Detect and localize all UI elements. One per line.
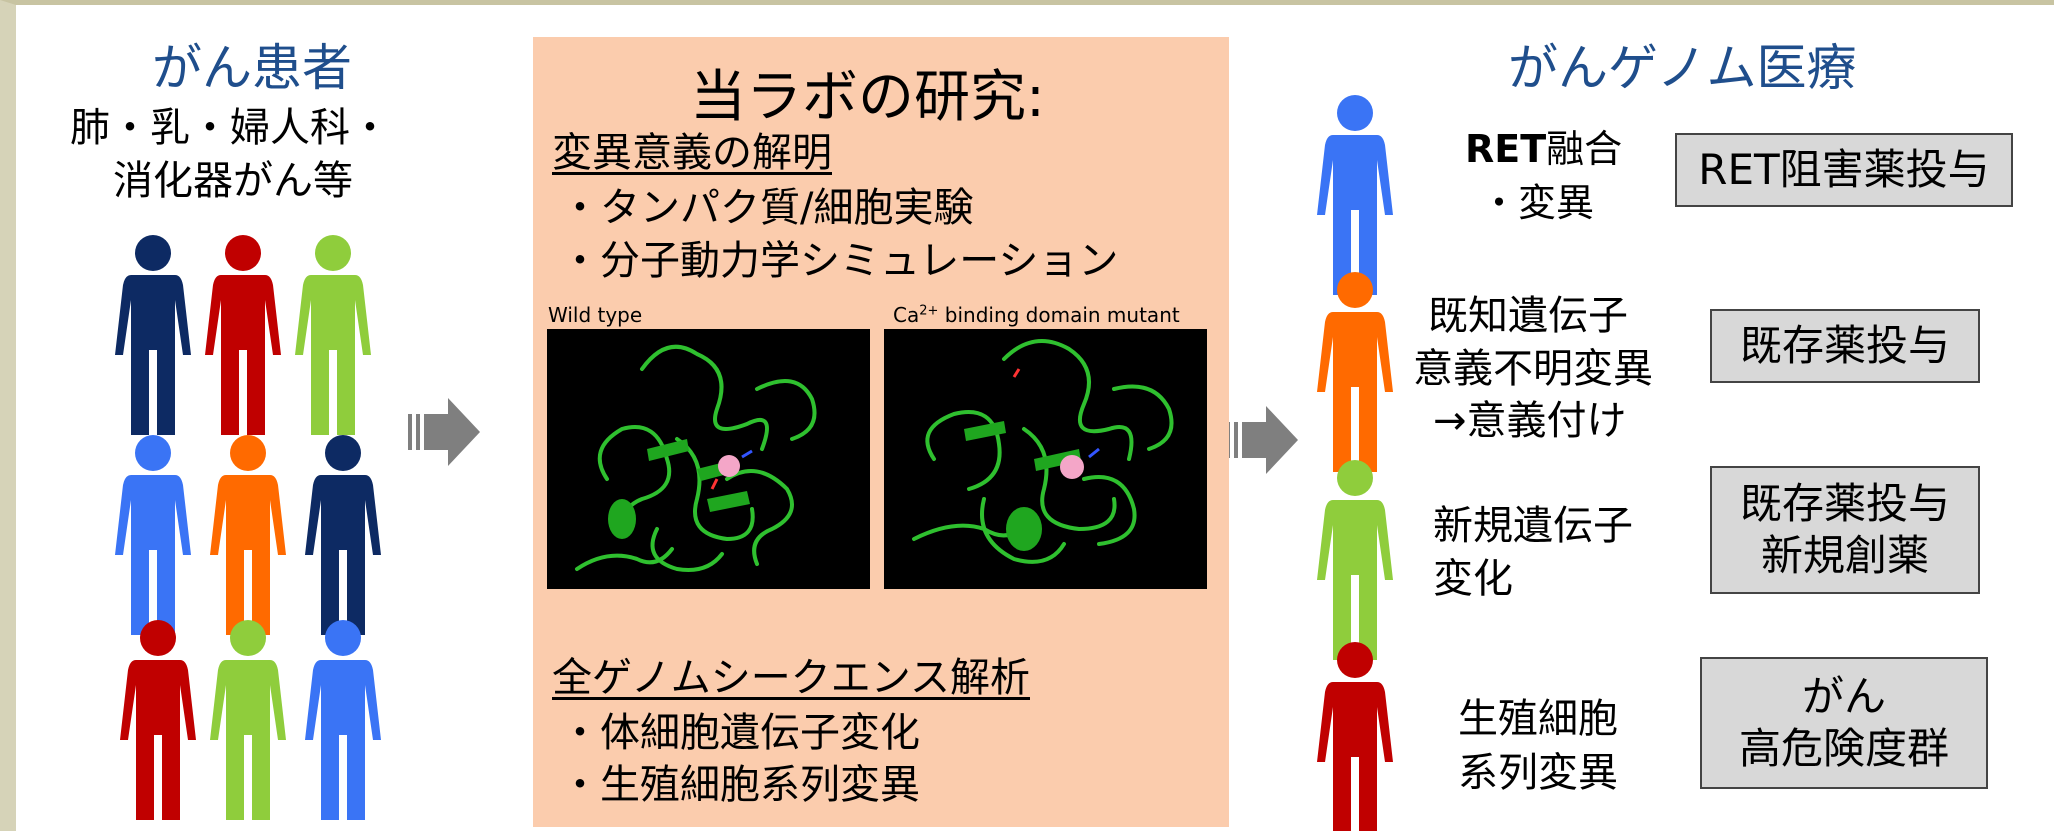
bullet-somatic: ・体細胞遺伝子変化 <box>560 710 920 756</box>
row3-label2: 変化 <box>1433 556 1513 602</box>
row4-label1: 生殖細胞 <box>1458 696 1618 742</box>
protein-structure-image <box>884 329 1207 589</box>
caption-wild-type: Wild type <box>548 303 643 327</box>
bullet-germline: ・生殖細胞系列変異 <box>560 762 920 808</box>
row1-label2: ・変異 <box>1480 181 1595 225</box>
row2-treatment-box: 既存薬投与 <box>1710 309 1980 383</box>
row1-label: RET融合 <box>1465 127 1623 171</box>
research-title: 当ラボの研究: <box>690 65 1045 130</box>
row2-label3: →意義付け <box>1433 398 1627 444</box>
section-wgs: 全ゲノムシークエンス解析 <box>552 655 1030 701</box>
row2-label2: 意義不明変異 <box>1413 346 1653 392</box>
genomic-medicine-title: がんゲノム医療 <box>1508 39 1857 97</box>
patients-title: がん患者 <box>152 39 352 97</box>
row3-label1: 新規遺伝子 <box>1433 503 1633 549</box>
patients-cancer-types-line2: 消化器がん等 <box>113 158 353 204</box>
protein-structure-image <box>547 329 870 589</box>
row4-label2: 系列変異 <box>1458 750 1618 796</box>
caption-mutant: Ca2+ binding domain mutant <box>893 303 1180 327</box>
protein-structure-image <box>575 344 817 572</box>
patients-cancer-types-line1: 肺・乳・婦人科・ <box>70 105 390 151</box>
row4-risk-box: がん 高危険度群 <box>1700 657 1988 789</box>
bullet-protein-cell: ・タンパク質/細胞実験 <box>560 185 974 231</box>
row1-treatment-box: RET阻害薬投与 <box>1675 133 2013 207</box>
protein-structure-image <box>912 339 1174 564</box>
bullet-md-simulation: ・分子動力学シミュレーション <box>560 238 1119 284</box>
row2-label1: 既知遺伝子 <box>1428 293 1628 339</box>
section-variant-significance: 変異意義の解明 <box>552 130 832 176</box>
row3-treatment-box: 既存薬投与 新規創薬 <box>1710 466 1980 594</box>
